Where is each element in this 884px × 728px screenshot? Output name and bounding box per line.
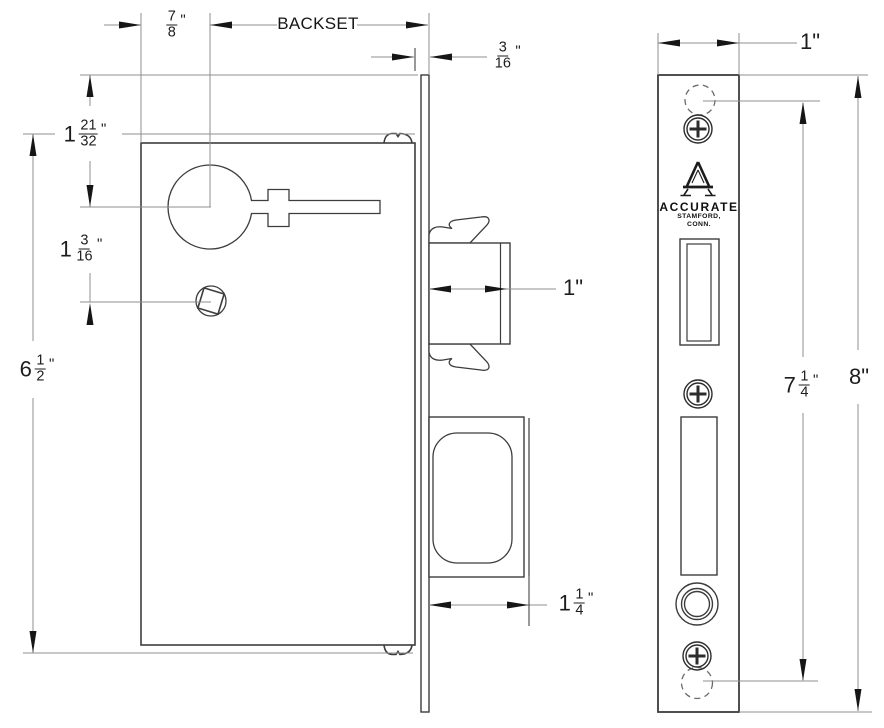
inch-mark: " [49, 355, 55, 373]
fraction-denominator: 4 [575, 602, 584, 619]
dim-whole: 1 [558, 590, 571, 615]
mounting-ear-top [383, 132, 413, 144]
brand-name-text: ACCURATE [659, 200, 739, 214]
inch-mark: " [515, 42, 521, 60]
left-side-view [140, 74, 530, 713]
backset-text: BACKSET [277, 14, 359, 33]
dim-whole: 1 [59, 236, 72, 261]
cylinder-hub-cutout [167, 164, 381, 250]
dim-faceplate-width: 1" [800, 29, 820, 55]
deadbolt-opening [680, 416, 718, 576]
screw-top [683, 114, 713, 144]
dim-whole: 6 [19, 356, 32, 381]
fraction-numerator: 21 [78, 117, 99, 135]
fraction-denominator: 16 [76, 248, 93, 265]
inch-mark: " [813, 371, 819, 389]
inch-mark: " [101, 120, 107, 138]
dim-latch-projection: 1" [563, 275, 583, 301]
brand-location: STAMFORD, CONN. [677, 213, 721, 229]
antifriction-tongue-bottom [428, 343, 490, 371]
hidden-hole-bottom [680, 666, 714, 700]
deadbolt-body [428, 416, 525, 578]
screw-bottom [682, 641, 712, 671]
latch-bolt [428, 242, 511, 345]
dim-value: 1" [562, 275, 584, 300]
fraction-denominator: 8 [167, 24, 176, 41]
fraction-numerator: 3 [497, 39, 509, 57]
spindle-hub-circle [195, 285, 227, 317]
accurate-logo-a-icon [680, 161, 716, 197]
faceplate-edge-side [420, 74, 430, 713]
fraction-denominator: 2 [36, 368, 45, 385]
dimension-arrows [29, 21, 862, 711]
dim-value: 8" [848, 364, 870, 389]
latch-opening [679, 238, 720, 346]
inch-mark: " [97, 235, 103, 253]
fraction-numerator: 3 [78, 232, 90, 250]
antifriction-tongue-top [428, 216, 490, 244]
brand-city-text: STAMFORD, [677, 213, 721, 220]
dim-backset: BACKSET [277, 14, 358, 34]
dim-value: 1" [799, 29, 821, 54]
latch-face [686, 243, 712, 342]
screw-middle [683, 379, 713, 409]
fraction-numerator: 1 [34, 352, 46, 370]
dimension-lines [23, 13, 872, 713]
front-faceplate-view [657, 74, 740, 713]
tick-marks [414, 48, 530, 626]
inch-mark: " [588, 589, 594, 607]
inch-mark: " [180, 11, 186, 29]
dim-faceplate-height: 8" [849, 364, 869, 390]
brand-state-text: CONN. [687, 221, 711, 228]
fraction-denominator: 32 [80, 133, 97, 150]
fraction-denominator: 16 [494, 55, 511, 72]
spindle-square-hole [196, 286, 226, 316]
fraction-numerator: 7 [166, 8, 178, 26]
dim-whole: 7 [783, 372, 796, 397]
dim-whole: 1 [63, 121, 76, 146]
deadbolt-rounded-face [432, 432, 513, 564]
cylinder-hole [675, 582, 719, 626]
fraction-numerator: 1 [798, 368, 810, 386]
fraction-numerator: 1 [573, 586, 585, 604]
brand-name: ACCURATE [659, 200, 738, 214]
fraction-denominator: 4 [800, 384, 809, 401]
